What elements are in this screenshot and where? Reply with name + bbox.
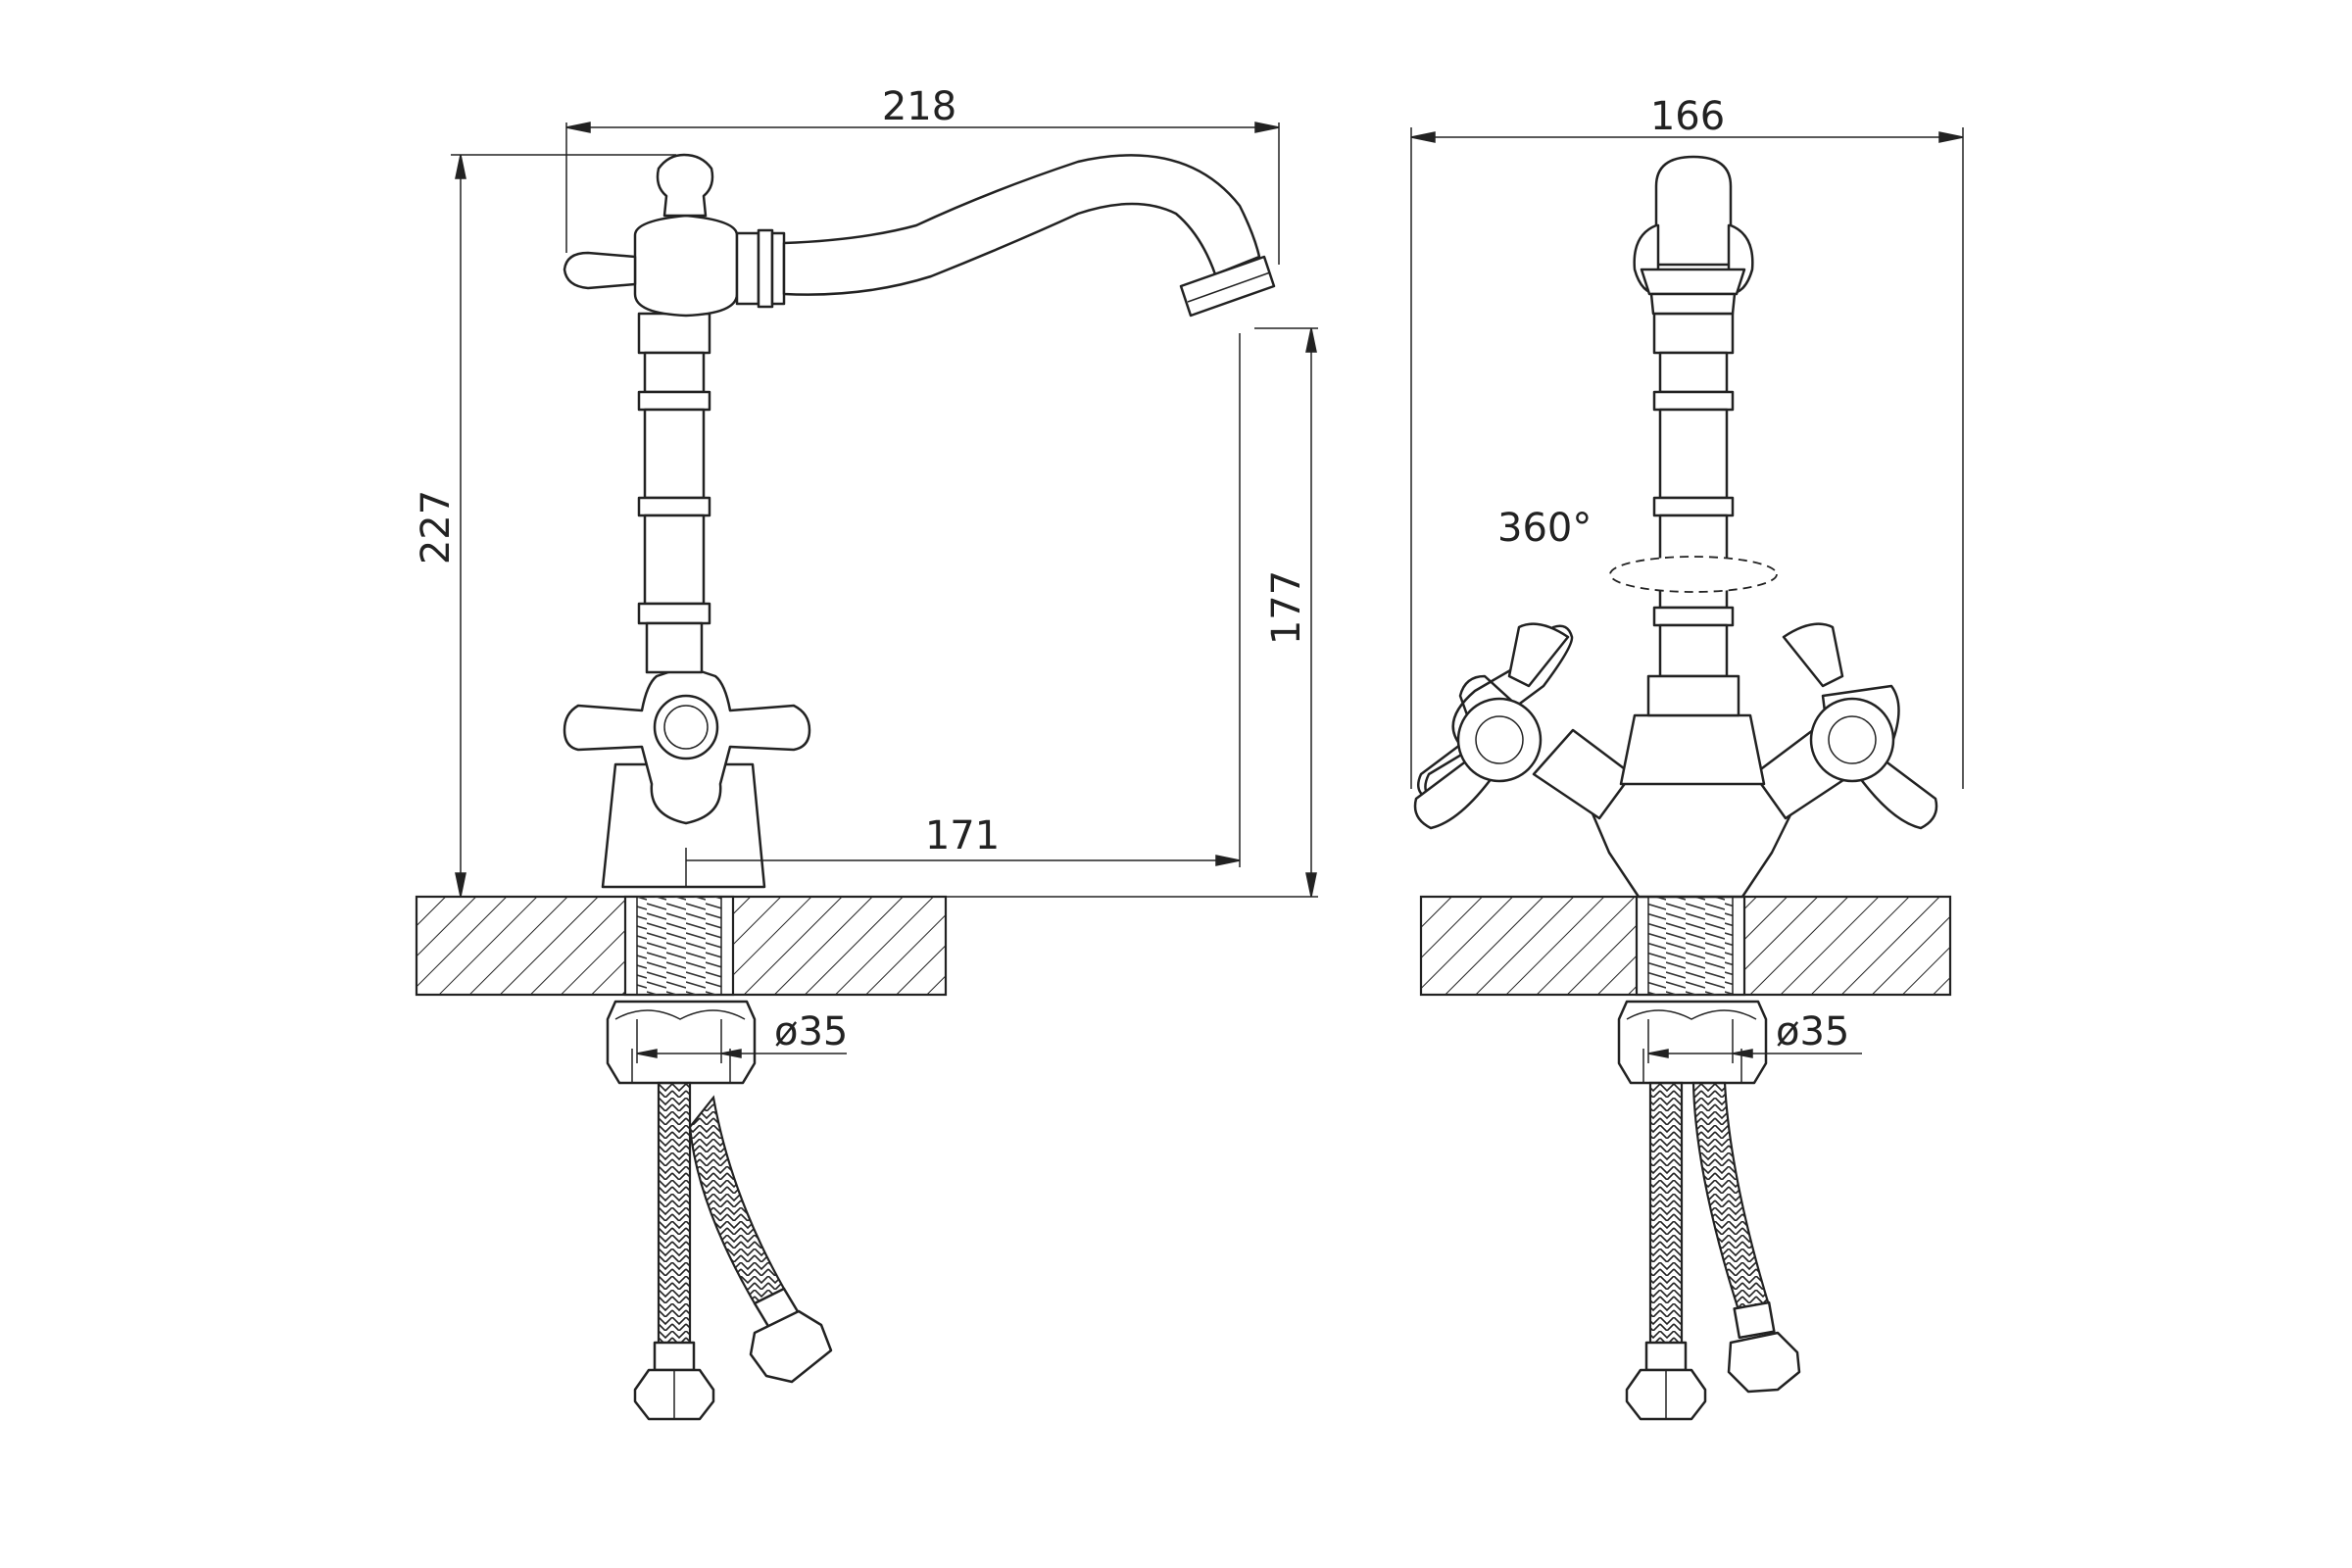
dim-diameter-side: ø35 (774, 1009, 848, 1054)
aerator (1179, 255, 1276, 318)
rotation-label: 360° (1497, 506, 1592, 551)
column-side (637, 312, 711, 674)
side-view (415, 153, 1276, 1421)
dim-width-front: 166 (1650, 94, 1725, 139)
dim-diameter-front: ø35 (1776, 1009, 1849, 1054)
mounting-nut (606, 1000, 757, 1085)
lever-handle (563, 251, 637, 290)
mounting-nut-front (1617, 1000, 1768, 1085)
dim-spout-height: 177 (1264, 570, 1309, 645)
hose-straight (657, 1081, 692, 1359)
dim-spout-reach: 171 (925, 813, 1000, 858)
side-dimensions (451, 122, 1318, 1063)
swan-neck-spout (782, 154, 1261, 296)
hose-nut-right-front (1727, 1331, 1801, 1394)
hose-nut-right (749, 1309, 833, 1384)
dim-width-side: 218 (882, 84, 956, 129)
rotation-indicator (1609, 556, 1778, 593)
hose-straight-front (1648, 1081, 1684, 1359)
cross-handle-right (1782, 622, 1938, 830)
hose-bent-front (1691, 1081, 1771, 1315)
cross-handle-left (1413, 622, 1574, 830)
front-dimensions (1410, 127, 1964, 1063)
top-knob (656, 153, 714, 218)
hose-bent (688, 1095, 786, 1305)
valve-head (633, 214, 739, 318)
dim-height-side: 227 (414, 490, 459, 564)
spout-front (1654, 155, 1733, 267)
front-view (1413, 155, 1952, 1421)
column-front (1646, 312, 1740, 717)
faucet-base (601, 762, 766, 889)
